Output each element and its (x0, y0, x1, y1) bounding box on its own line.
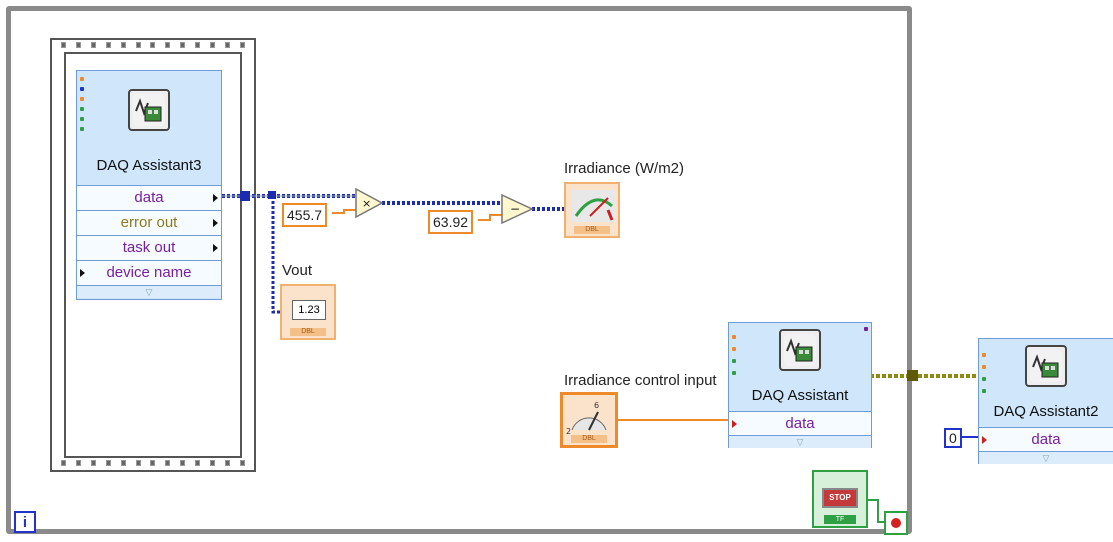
daq-assistant-title: DAQ Assistant (751, 387, 849, 404)
svg-text:2: 2 (566, 427, 571, 436)
resize-grip[interactable]: ▽ (979, 451, 1113, 464)
dbl-tag: DBL (571, 435, 607, 443)
zero-constant[interactable]: 0 (944, 428, 962, 448)
vout-label: Vout (282, 262, 313, 279)
daq-assistant2-title: DAQ Assistant2 (993, 403, 1099, 420)
device-name-terminal[interactable]: device name (77, 260, 221, 285)
gauge-icon (572, 190, 616, 222)
daq-assistant2-node[interactable]: DAQ Assistant2 data ▽ (978, 338, 1113, 464)
const-wire-subtract (478, 214, 502, 221)
subtract-constant[interactable]: 63.92 (428, 210, 474, 234)
svg-text:−: − (510, 202, 520, 216)
error-out-label: error out (120, 214, 178, 231)
numeric-display: 1.23 (292, 300, 326, 320)
data-input-label: data (1031, 431, 1061, 448)
irradiance-label: Irradiance (W/m2) (564, 160, 685, 177)
irradiance-control-knob[interactable]: 6 2 DBL (560, 392, 618, 448)
const-wire-multiply (332, 209, 356, 214)
error-out-terminal[interactable]: error out (77, 210, 221, 235)
data-terminal[interactable]: data (77, 185, 221, 210)
stop-button-terminal[interactable]: STOP TF (812, 470, 868, 528)
daq-assistant-icon (128, 89, 170, 131)
dbl-tag: DBL (574, 226, 610, 234)
device-name-label: device name (106, 264, 192, 281)
vout-numeric-indicator[interactable]: 1.23 DBL (280, 284, 336, 340)
resize-grip[interactable]: ▽ (77, 285, 221, 298)
task-out-terminal[interactable]: task out (77, 235, 221, 260)
irradiance-control-label: Irradiance control input (564, 372, 717, 389)
irradiance-gauge-indicator[interactable]: DBL (564, 182, 620, 238)
multiply-node (355, 187, 384, 219)
daq-assistant-icon (1025, 345, 1067, 387)
stop-button[interactable]: STOP (822, 488, 858, 508)
dbl-tag: DBL (290, 328, 326, 336)
vout-wire (271, 196, 284, 314)
daq-assistant-icon (779, 329, 821, 371)
subtract-node (501, 193, 534, 225)
data-terminal-label: data (134, 189, 164, 206)
multiply-constant[interactable]: 455.7 (282, 203, 328, 227)
daq-assistant3-node[interactable]: DAQ Assistant3 data error out task out d… (76, 70, 222, 300)
wire-junction (240, 191, 250, 201)
tunnel-icon (907, 370, 918, 381)
daq-assistant3-title: DAQ Assistant3 (96, 157, 202, 174)
stop-if-true-icon (891, 518, 901, 528)
svg-text:6: 6 (594, 401, 599, 410)
film-strip-bottom (56, 460, 250, 468)
daq-assistant-node[interactable]: DAQ Assistant data ▽ (728, 322, 872, 448)
data-input-terminal[interactable]: data (979, 427, 1113, 452)
knob-icon: 6 2 (566, 401, 607, 436)
loop-condition-terminal[interactable] (884, 511, 908, 535)
data-input-terminal[interactable]: data (729, 411, 871, 436)
task-out-label: task out (122, 239, 176, 256)
stop-wire (868, 499, 886, 523)
film-strip-top (56, 42, 250, 50)
svg-text:×: × (362, 197, 371, 210)
data-input-label: data (785, 415, 815, 432)
resize-grip[interactable]: ▽ (729, 435, 871, 448)
iteration-terminal[interactable]: i (14, 511, 36, 533)
tf-tag: TF (824, 515, 856, 524)
